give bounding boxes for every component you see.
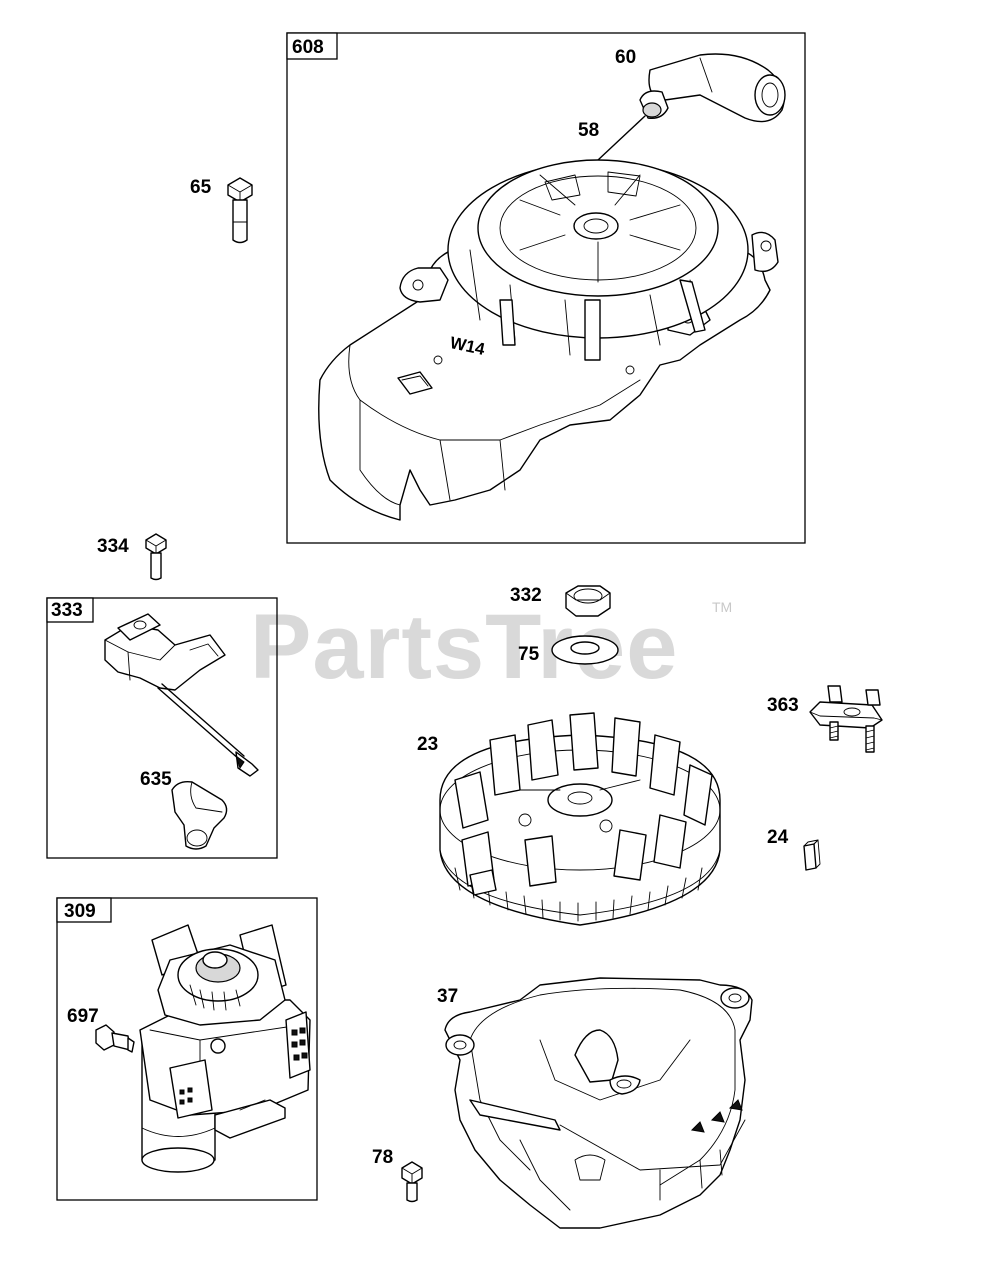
group-309-box (56, 897, 318, 1201)
callout-363: 363 (767, 695, 799, 716)
callout-37: 37 (437, 986, 458, 1007)
flywheel-part[interactable] (439, 712, 721, 926)
callout-334: 334 (97, 536, 129, 557)
group-608-box (286, 32, 806, 544)
group-608-label: 608 (292, 37, 324, 58)
callout-75: 75 (518, 644, 540, 665)
callout-332: 332 (510, 585, 542, 606)
starter-motor-part[interactable] (139, 924, 311, 1173)
starter-handle-part[interactable] (639, 53, 786, 123)
bolt-78-part[interactable] (401, 1161, 423, 1203)
bolt-65-part[interactable] (227, 177, 253, 244)
group-608-label-box (286, 32, 338, 60)
nut-332-part[interactable] (565, 585, 611, 617)
starter-rope-part[interactable] (597, 115, 646, 161)
callout-60: 60 (615, 47, 636, 68)
bolt-334-part[interactable] (145, 533, 167, 581)
callout-65: 65 (190, 177, 212, 198)
callout-697: 697 (67, 1006, 99, 1027)
group-309-label: 309 (64, 901, 96, 922)
group-333-box (46, 597, 278, 859)
callout-78: 78 (372, 1147, 393, 1168)
bracket-363-part[interactable] (809, 685, 883, 753)
bolt-697-part[interactable] (95, 1024, 135, 1053)
watermark-trademark: TM (712, 599, 732, 615)
spark-plug-boot-part[interactable] (171, 780, 228, 850)
callout-24: 24 (767, 827, 789, 848)
rewind-starter-housing[interactable] (318, 159, 779, 521)
callout-635: 635 (140, 769, 172, 790)
callout-58: 58 (578, 120, 599, 141)
group-333-label: 333 (51, 600, 83, 621)
washer-75-part[interactable] (551, 635, 619, 665)
key-24-part[interactable] (803, 839, 821, 871)
ignition-armature-part[interactable] (104, 613, 259, 777)
callout-23: 23 (417, 734, 438, 755)
group-333-label-box (46, 597, 94, 623)
blower-housing-part[interactable] (444, 977, 753, 1229)
group-309-label-box (56, 897, 112, 923)
